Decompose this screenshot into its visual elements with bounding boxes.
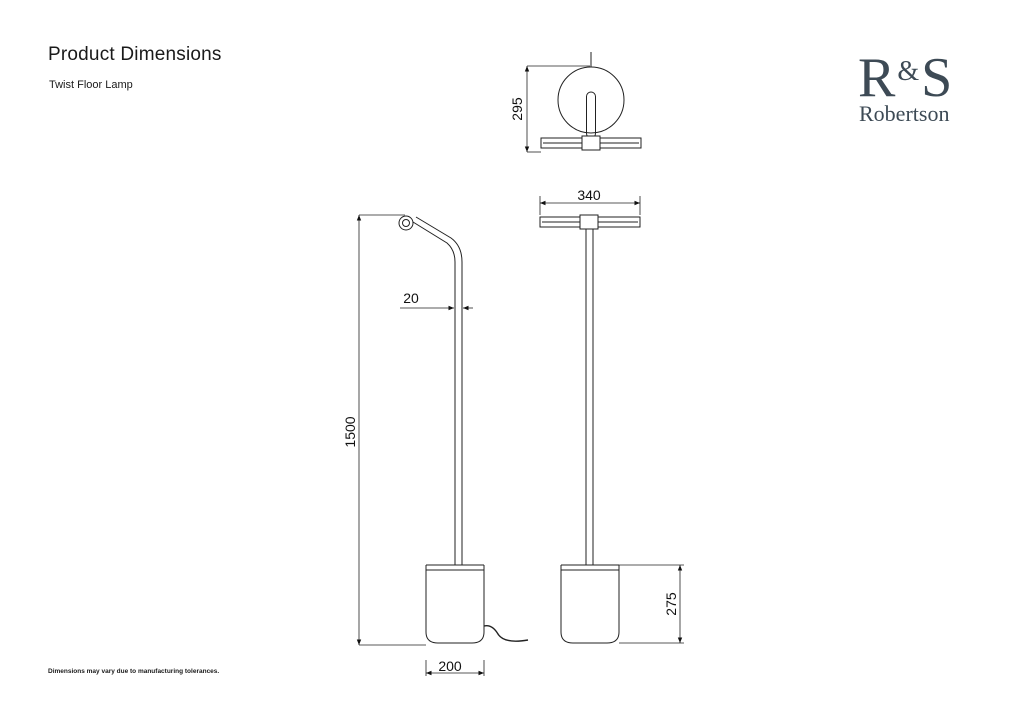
side-view xyxy=(356,214,529,676)
top-view xyxy=(524,52,642,153)
dim-label-340: 340 xyxy=(577,187,601,203)
tolerance-note: Dimensions may vary due to manufacturing… xyxy=(48,668,220,675)
front-view xyxy=(539,196,684,644)
brand-logo: R&S Robertson xyxy=(855,44,985,134)
side-base xyxy=(425,569,485,644)
dim-label-295: 295 xyxy=(509,97,525,121)
dim-label-1500: 1500 xyxy=(342,416,358,447)
top-view-disc xyxy=(557,66,625,134)
top-view-hub xyxy=(581,135,601,151)
side-cable xyxy=(483,624,529,642)
front-hub xyxy=(579,214,599,230)
logo-monogram: R&S xyxy=(858,47,953,109)
front-base xyxy=(560,569,620,644)
dim-label-20: 20 xyxy=(403,290,419,306)
top-view-stem xyxy=(586,91,596,139)
logo-wordmark: Robertson xyxy=(859,101,950,126)
dim-label-200: 200 xyxy=(438,658,462,674)
dim-label-275: 275 xyxy=(663,592,679,616)
side-stem-front xyxy=(415,216,463,565)
side-stem-back xyxy=(412,221,456,565)
product-name: Twist Floor Lamp xyxy=(49,79,133,91)
side-head-knob xyxy=(398,215,414,231)
page-title: Product Dimensions xyxy=(48,44,222,65)
